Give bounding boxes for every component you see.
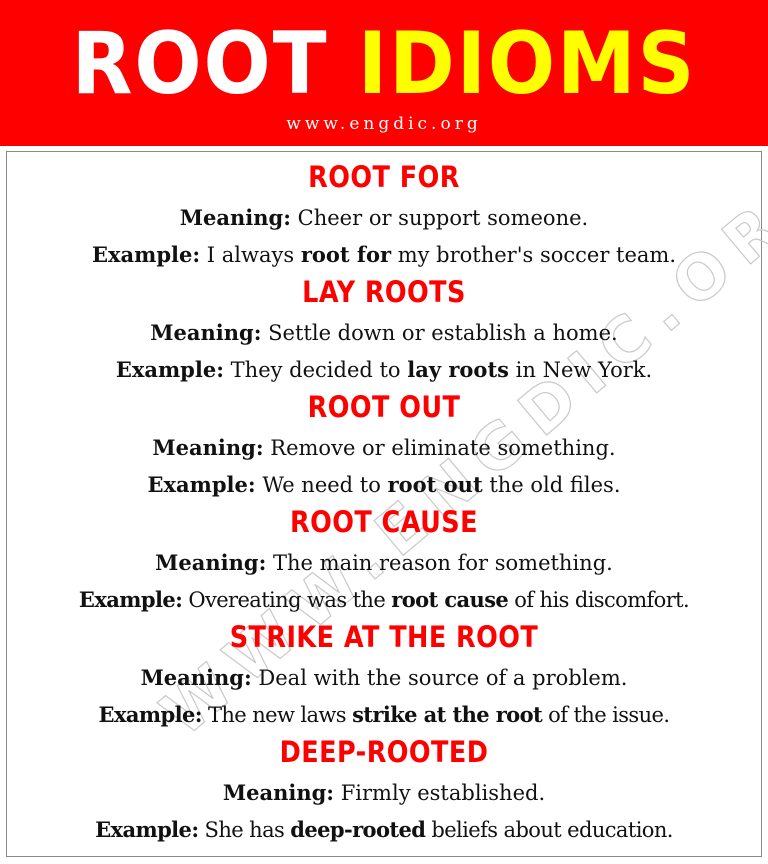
title-word-root: ROOT <box>71 14 329 114</box>
meaning-text: Settle down or establish a home. <box>268 321 618 345</box>
idiom-meaning: Meaning: Deal with the source of a probl… <box>0 664 768 692</box>
meaning-label: Meaning: <box>222 780 335 805</box>
example-text-before: We need to <box>262 473 381 497</box>
idiom-meaning: Meaning: Remove or eliminate something. <box>0 434 768 462</box>
example-label: Example: <box>115 357 224 382</box>
example-label: Example: <box>147 472 256 497</box>
idiom-example: Example: They decided to lay roots in Ne… <box>0 356 768 384</box>
example-text-before: She has <box>204 818 285 842</box>
site-url: www.engdic.org <box>286 114 482 134</box>
example-text-before: The new laws <box>207 703 347 727</box>
title-word-idioms: IDIOMS <box>357 14 697 114</box>
idiom-title: ROOT CAUSE <box>290 505 478 539</box>
meaning-text: The main reason for something. <box>273 551 613 575</box>
example-text-after: the old files. <box>489 473 621 497</box>
idiom-title: ROOT OUT <box>307 390 461 424</box>
example-text-after: of the issue. <box>548 703 670 727</box>
meaning-text: Firmly established. <box>340 781 546 805</box>
example-idiom-bold: lay roots <box>407 357 509 382</box>
idiom-example: Example: We need to root out the old fil… <box>0 471 768 499</box>
meaning-label: Meaning: <box>140 665 252 690</box>
header-banner: ROOT IDIOMS www.engdic.org <box>0 0 768 146</box>
meaning-label: Meaning: <box>150 320 262 345</box>
example-text-before: Overeating was the <box>188 588 386 612</box>
example-text-after: in New York. <box>515 358 653 382</box>
example-label: Example: <box>78 587 183 612</box>
meaning-text: Deal with the source of a problem. <box>258 666 628 690</box>
idiom-example: Example: Overeating was the root cause o… <box>0 586 768 614</box>
example-text-after: beliefs about education. <box>431 818 673 842</box>
idiom-meaning: Meaning: Cheer or support someone. <box>0 204 768 232</box>
meaning-label: Meaning: <box>155 550 267 575</box>
example-text-before: I always <box>206 243 295 267</box>
example-label: Example: <box>91 242 201 267</box>
page-title: ROOT IDIOMS <box>31 14 738 114</box>
idiom-meaning: Meaning: The main reason for something. <box>0 549 768 577</box>
example-text-before: They decided to <box>230 358 401 382</box>
idiom-meaning: Meaning: Firmly established. <box>0 779 768 807</box>
example-text-after: of his discomfort. <box>514 588 690 612</box>
example-idiom-bold: root out <box>387 472 483 497</box>
idiom-example: Example: The new laws strike at the root… <box>0 701 768 729</box>
idiom-title: LAY ROOTS <box>302 275 466 309</box>
meaning-text: Remove or eliminate something. <box>270 436 616 460</box>
example-idiom-bold: deep-rooted <box>290 817 426 842</box>
idiom-title: ROOT FOR <box>308 160 460 194</box>
idiom-example: Example: She has deep-rooted beliefs abo… <box>0 816 768 844</box>
idioms-card <box>6 151 762 857</box>
meaning-label: Meaning: <box>179 205 291 230</box>
example-idiom-bold: strike at the root <box>352 702 543 727</box>
example-idiom-bold: root cause <box>391 587 509 612</box>
example-text-after: my brother's soccer team. <box>397 243 677 267</box>
example-idiom-bold: root for <box>300 242 392 267</box>
example-label: Example: <box>95 817 199 842</box>
idiom-title: STRIKE AT THE ROOT <box>229 620 539 654</box>
idiom-meaning: Meaning: Settle down or establish a home… <box>0 319 768 347</box>
idiom-title: DEEP-ROOTED <box>279 735 489 769</box>
meaning-label: Meaning: <box>152 435 264 460</box>
idiom-example: Example: I always root for my brother's … <box>0 241 768 269</box>
example-label: Example: <box>98 702 203 727</box>
meaning-text: Cheer or support someone. <box>297 206 589 230</box>
